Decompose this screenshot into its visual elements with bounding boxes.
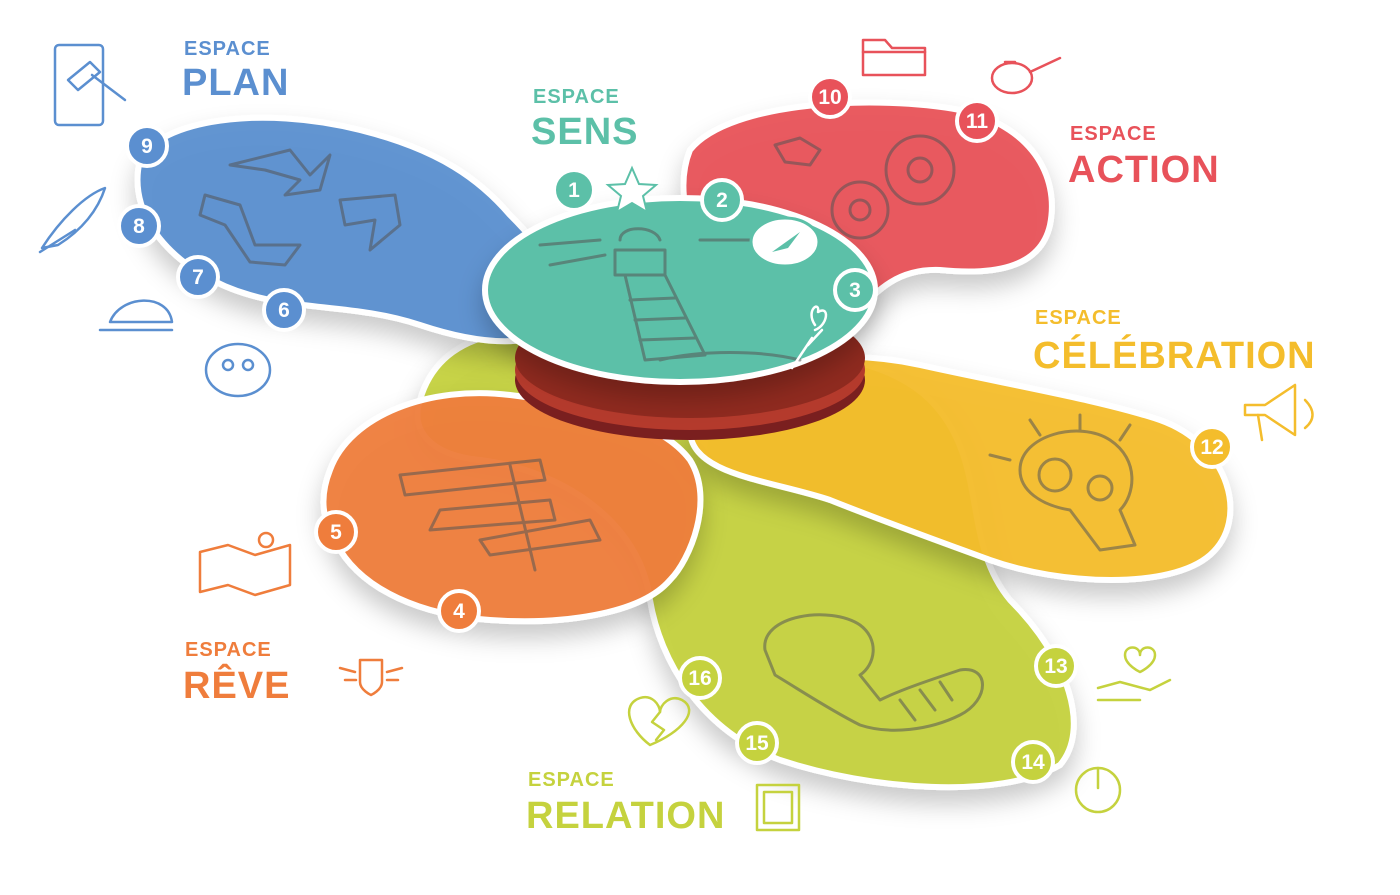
handshake-icon — [763, 613, 984, 732]
step-number: 7 — [192, 266, 204, 289]
lighthouse-icon — [538, 227, 802, 362]
label-sens-small: ESPACE — [533, 86, 620, 108]
petal-sens[interactable] — [482, 195, 878, 385]
step-number: 8 — [133, 215, 145, 238]
petal-reve[interactable] — [320, 390, 704, 625]
step-number: 11 — [966, 110, 989, 133]
label-action-small: ESPACE — [1070, 123, 1157, 145]
step-badge-4[interactable]: 4 — [437, 589, 481, 633]
label-celebration: ESPACE CÉLÉBRATION — [1033, 307, 1316, 377]
label-plan-big: PLAN — [182, 62, 289, 104]
oil-can-icon — [990, 56, 1062, 95]
step-badge-1[interactable]: 1 — [552, 168, 596, 212]
label-relation: ESPACE RELATION — [526, 769, 725, 837]
step-badge-11[interactable]: 11 — [955, 99, 999, 143]
step-badge-2[interactable]: 2 — [700, 178, 744, 222]
step-badge-15[interactable]: 15 — [735, 721, 779, 765]
label-relation-big: RELATION — [526, 795, 725, 837]
label-sens: ESPACE SENS — [531, 86, 638, 153]
broken-heart-icon — [628, 695, 691, 747]
step-number: 3 — [849, 279, 861, 302]
petal-sens-shape — [482, 195, 878, 385]
compass-icon — [749, 216, 821, 268]
label-relation-small: ESPACE — [528, 769, 615, 791]
map-icon — [198, 531, 292, 597]
label-reve: ESPACE RÊVE — [183, 639, 290, 707]
wings-badge-icon — [338, 658, 404, 697]
label-plan-small: ESPACE — [184, 38, 271, 60]
label-action-big: ACTION — [1068, 149, 1220, 191]
step-badge-7[interactable]: 7 — [176, 255, 220, 299]
step-number: 6 — [278, 299, 290, 322]
step-number: 9 — [141, 135, 153, 158]
signpost-icon — [398, 458, 602, 572]
step-badge-14[interactable]: 14 — [1011, 740, 1055, 784]
step-number: 14 — [1021, 751, 1045, 774]
step-badge-16[interactable]: 16 — [678, 656, 722, 700]
step-badge-3[interactable]: 3 — [833, 268, 877, 312]
label-reve-small: ESPACE — [185, 639, 272, 661]
label-celebration-small: ESPACE — [1035, 307, 1122, 329]
power-icon — [1074, 766, 1122, 814]
petal-reve-shape — [320, 390, 704, 625]
gavel-book-icon — [53, 43, 127, 127]
label-reve-big: RÊVE — [183, 663, 290, 707]
recycle-arrows-icon — [198, 148, 402, 267]
step-number: 13 — [1044, 655, 1067, 678]
torch-icon — [790, 305, 828, 370]
rubber-icon — [204, 342, 272, 398]
megaphone-icon — [1243, 383, 1314, 442]
step-number: 16 — [688, 667, 711, 690]
label-sens-big: SENS — [531, 111, 638, 153]
step-badges: 1 2 3 4 5 6 7 8 9 10 11 12 13 14 15 16 — [117, 75, 1234, 784]
folder-icon — [861, 38, 927, 77]
step-badge-5[interactable]: 5 — [314, 510, 358, 554]
step-number: 12 — [1200, 436, 1223, 459]
step-badge-12[interactable]: 12 — [1190, 425, 1234, 469]
step-badge-6[interactable]: 6 — [262, 288, 306, 332]
hand-heart-icon — [1096, 646, 1172, 702]
step-badge-10[interactable]: 10 — [808, 75, 852, 119]
step-badge-8[interactable]: 8 — [117, 204, 161, 248]
frame-icon — [755, 783, 801, 832]
quill-icon — [38, 186, 107, 254]
step-number: 15 — [745, 732, 769, 755]
step-number: 1 — [568, 179, 580, 202]
gears-icon — [773, 134, 956, 240]
lightbulb-gears-icon — [988, 413, 1137, 552]
step-number: 2 — [716, 189, 728, 212]
label-plan: ESPACE PLAN — [182, 38, 289, 104]
label-action: ESPACE ACTION — [1068, 123, 1220, 191]
star-icon — [605, 165, 659, 215]
step-badge-9[interactable]: 9 — [125, 124, 169, 168]
step-number: 5 — [330, 521, 342, 544]
cap-icon — [98, 299, 174, 332]
step-badge-13[interactable]: 13 — [1034, 644, 1078, 688]
step-number: 10 — [818, 86, 841, 109]
label-celebration-big: CÉLÉBRATION — [1033, 333, 1316, 377]
step-number: 4 — [453, 600, 465, 623]
